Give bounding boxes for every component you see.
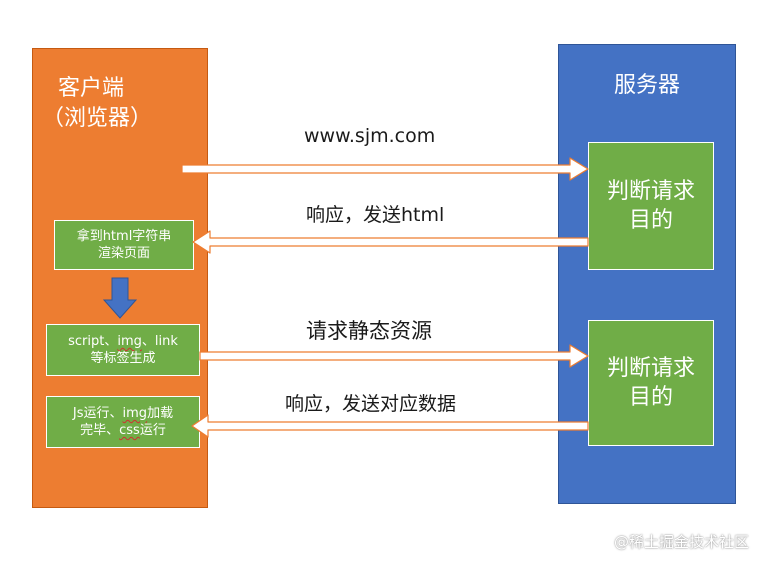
server-judge-box-2: 判断请求 目的 <box>588 320 714 446</box>
response-label-2: 响应，发送对应数据 <box>285 393 457 415</box>
response-arrow-2 <box>191 414 589 438</box>
server-judge-1-line1: 判断请求 <box>606 179 695 204</box>
request-label-2: 请求静态资源 <box>306 319 432 343</box>
response-label-1: 响应，发送html <box>306 204 445 226</box>
client-title-line1: 客户端 <box>58 76 125 101</box>
client-step-render-page: 拿到html字符串 渲染页面 <box>54 220 194 270</box>
client-step-js-line2: 完毕、css运行 <box>80 423 166 438</box>
client-title: 客户端 （浏览器） <box>42 74 198 134</box>
request-arrow-1 <box>181 157 589 181</box>
client-title-line2: （浏览器） <box>42 106 153 131</box>
response-arrow-1 <box>192 230 589 254</box>
server-judge-2-line2: 目的 <box>628 385 673 410</box>
request-label-1: www.sjm.com <box>304 125 436 147</box>
client-down-arrow <box>102 277 138 319</box>
server-title: 服务器 <box>613 73 680 98</box>
server-judge-1-line2: 目的 <box>628 208 673 233</box>
watermark: @稀土掘金技术社区 <box>613 533 749 551</box>
server-judge-box-1: 判断请求 目的 <box>588 142 714 270</box>
client-step-tags-line1: script、img、link <box>68 334 178 349</box>
client-step-render-line2: 渲染页面 <box>97 246 150 261</box>
client-step-js-run: Js运行、img加载 完毕、css运行 <box>46 396 200 448</box>
client-step-tags-generated: script、img、link 等标签生成 <box>46 324 200 376</box>
request-arrow-2 <box>199 344 589 368</box>
server-judge-2-line1: 判断请求 <box>606 356 695 381</box>
client-step-js-line1: Js运行、img加载 <box>72 406 174 421</box>
client-step-tags-line2: 等标签生成 <box>90 351 156 366</box>
client-step-render-line1: 拿到html字符串 <box>76 229 172 244</box>
